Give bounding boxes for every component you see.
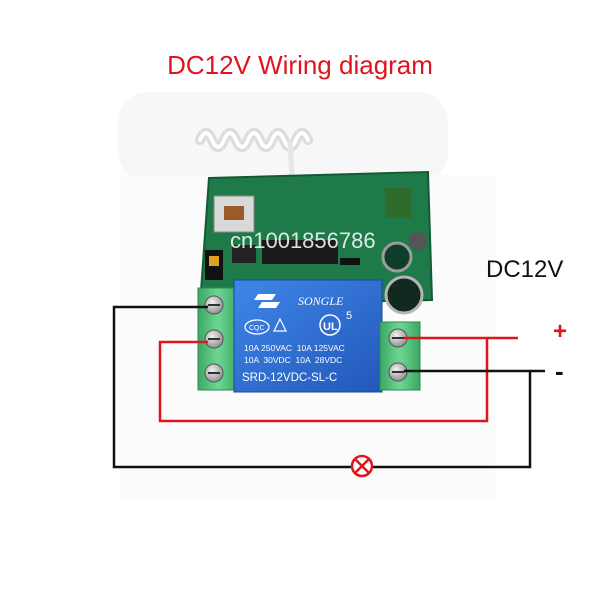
relay: SONGLE CQC UL 5 10A 250VAC 10A 125VAC 10…	[233, 279, 383, 393]
positive-wire	[158, 336, 518, 423]
relay-logo	[254, 294, 280, 308]
button-label: OPEN	[246, 198, 253, 218]
right-terminal-block	[379, 321, 421, 391]
svg-text:5: 5	[346, 310, 352, 322]
negative-terminal-label: -	[555, 356, 564, 386]
screw-terminal-icon	[388, 362, 408, 382]
supply-voltage-label: DC12V	[486, 256, 564, 283]
pushbutton-cap	[224, 206, 244, 220]
ic-chip-small	[232, 245, 256, 263]
capacitor-icon	[381, 241, 413, 273]
cqc-mark	[244, 319, 270, 335]
watermark: cn1001856786	[230, 228, 376, 253]
svg-text:CQC: CQC	[249, 325, 265, 332]
positive-terminal-label: +	[553, 318, 568, 345]
screw-terminal-icon	[204, 363, 224, 383]
ic-chip	[262, 240, 338, 264]
pcb-board: OPEN cn1001856786	[198, 170, 434, 315]
warning-mark	[273, 317, 287, 332]
lamp-load-icon	[350, 454, 374, 478]
screw-terminal-icon	[204, 329, 224, 349]
ul-mark	[319, 314, 341, 336]
relay-model: SRD-12VDC-SL-C	[242, 372, 337, 384]
relay-brand: SONGLE	[298, 294, 344, 308]
diagram-title: DC12V Wiring diagram	[167, 50, 433, 80]
left-terminal-block	[197, 287, 239, 391]
negative-wire	[112, 305, 545, 469]
capacitor-icon	[409, 232, 427, 250]
svg-text:UL: UL	[323, 321, 338, 333]
screw-terminal-icon	[204, 295, 224, 315]
capacitor-icon	[384, 275, 424, 315]
relay-rating-2: 10A 30VDC 10A 28VDC	[244, 355, 342, 365]
diode	[340, 258, 360, 265]
relay-rating-1: 10A 250VAC 10A 125VAC	[244, 343, 345, 353]
rf-module	[385, 188, 411, 218]
